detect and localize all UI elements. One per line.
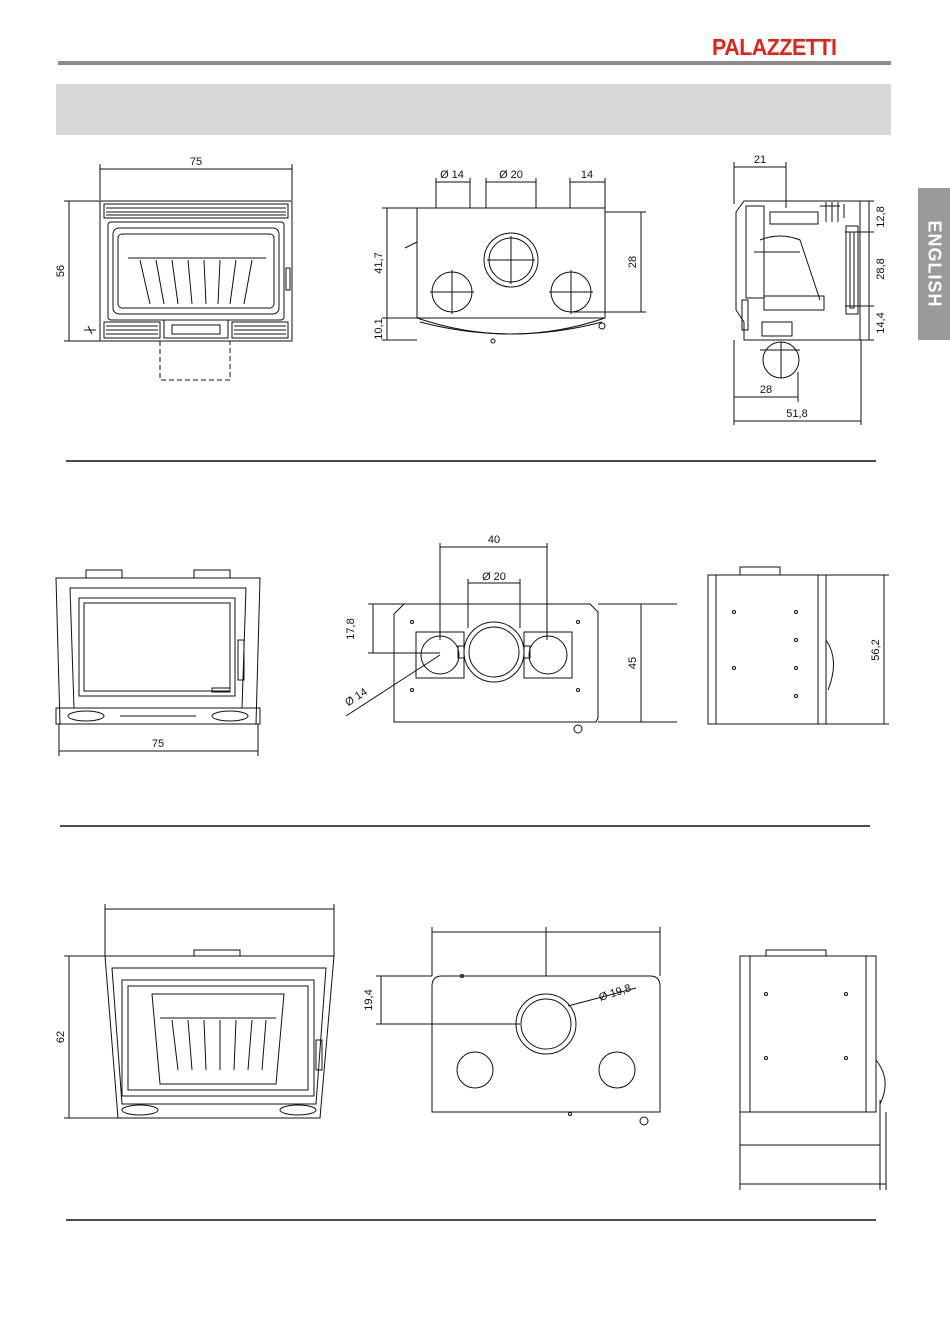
row1-side-h3-label: 14,4 xyxy=(875,312,887,333)
row3-side-view xyxy=(740,950,886,1190)
row3-top-offset-label: 19,4 xyxy=(363,989,375,1010)
row1-side-top-offset-label: 21 xyxy=(754,154,766,166)
row2-top-view: 40 Ø 20 17,8 45 Ø 14 xyxy=(343,534,677,733)
row3-top-outlet-center-label: Ø 19,8 xyxy=(598,982,633,1004)
row1-front-view: 75 56 xyxy=(55,156,292,380)
row1-top-view: Ø 14 Ø 20 14 41,7 10,1 28 xyxy=(373,169,646,343)
row2-top-depth-label: 45 xyxy=(627,657,639,669)
row2-side-view: 56,2 xyxy=(708,567,889,724)
row3-top-view: 19,4 Ø 19,8 xyxy=(363,927,660,1125)
row2-side-height-label: 56,2 xyxy=(870,639,882,660)
row2-front-view: 75 xyxy=(56,570,260,756)
row1-side-depth-label: 51,8 xyxy=(786,408,807,420)
row3-front-view: 62 xyxy=(55,904,334,1118)
row2-top-outlet-center-label: Ø 20 xyxy=(482,571,506,583)
row1-front-height-label: 56 xyxy=(55,265,67,277)
row1-side-h2-label: 28,8 xyxy=(875,258,887,279)
row2-top-offset-label: 17,8 xyxy=(345,618,357,639)
row1-side-h1-label: 12,8 xyxy=(875,206,887,227)
row1-top-depth-label: 28 xyxy=(627,256,639,268)
row2-top-spacing-label: 40 xyxy=(488,534,500,546)
row1-top-height-total-label: 41,7 xyxy=(373,252,385,273)
row1-top-height-base-label: 10,1 xyxy=(373,318,385,339)
row1-top-outlet-side-label: Ø 14 xyxy=(440,169,464,181)
row1-top-spacing-label: 14 xyxy=(581,169,593,181)
row1-top-outlet-center-label: Ø 20 xyxy=(499,169,523,181)
row2-top-outlet-side-label: Ø 14 xyxy=(343,686,370,709)
row1-side-base-depth-label: 28 xyxy=(760,384,772,396)
row2-front-width-label: 75 xyxy=(152,738,164,750)
row1-side-view: 21 12,8 28,8 14,4 28 51,8 xyxy=(734,154,887,425)
row3-front-height-label: 62 xyxy=(55,1031,67,1043)
row1-front-width-label: 75 xyxy=(190,156,202,168)
